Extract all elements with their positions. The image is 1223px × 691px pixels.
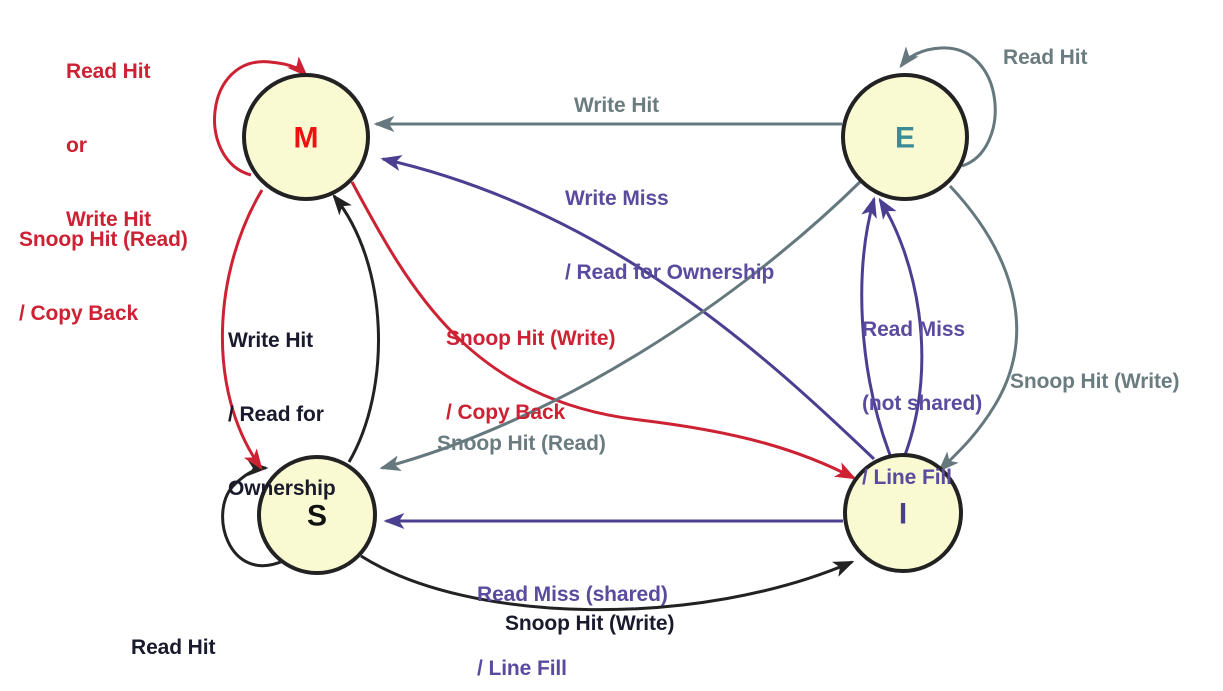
edge-e-to-s	[379, 178, 864, 471]
label-m-to-s-line2: / Copy Back	[19, 301, 139, 325]
label-m-self-line3: Write Hit	[66, 208, 152, 232]
state-node-s[interactable]: S	[257, 455, 377, 575]
label-i-to-m-line1: Write Miss	[565, 186, 669, 210]
label-s-to-i: Snoop Hit (Write)	[505, 612, 675, 635]
edge-i-to-e	[860, 196, 892, 456]
label-i-to-m-line2: / Read for Ownership	[565, 260, 775, 284]
label-e-to-m: Write Hit	[574, 94, 660, 117]
label-s-self-line1: Read Hit	[131, 635, 216, 659]
state-node-i[interactable]: I	[843, 453, 963, 573]
label-s-to-m-line3: Ownership	[228, 477, 336, 501]
label-m-to-i-line1: Snoop Hit (Write)	[446, 326, 616, 350]
edge-m-to-s	[221, 189, 264, 471]
edge-m-to-m	[213, 56, 308, 177]
edge-s-to-i	[360, 554, 855, 612]
state-node-m-label: M	[294, 122, 319, 155]
label-i-to-s-line1: Read Miss (shared)	[477, 582, 668, 606]
state-node-e[interactable]: E	[841, 73, 969, 201]
edge-s-to-m	[332, 193, 380, 463]
edge-e-to-e	[899, 46, 997, 168]
label-i-to-e-line2: (not shared)	[862, 391, 983, 415]
state-node-e-label: E	[895, 122, 915, 155]
label-i-to-m: Write Miss / Read for Ownership	[565, 137, 774, 335]
label-e-self-loop: Read Hit	[1003, 46, 1088, 69]
label-s-to-m: Write Hit / Read for Ownership	[228, 279, 336, 551]
label-i-to-s: Read Miss (shared) / Line Fill	[477, 533, 668, 691]
label-s-to-m-line2: / Read for	[228, 402, 324, 426]
label-m-to-i-line2: / Copy Back	[446, 400, 566, 424]
state-node-s-label: S	[307, 500, 327, 533]
state-node-m[interactable]: M	[242, 73, 370, 201]
label-s-to-m-line1: Write Hit	[228, 328, 314, 352]
label-m-to-s-line1: Snoop Hit (Read)	[19, 227, 188, 251]
label-m-self-line1: Read Hit	[66, 59, 151, 83]
edge-i-to-m	[380, 155, 876, 461]
edge-i-to-e-secondary	[878, 197, 924, 456]
label-i-to-e: Read Miss (not shared) / Line Fill	[862, 268, 982, 540]
label-i-to-e-line1: Read Miss	[862, 317, 965, 341]
label-i-to-e-line3: / Line Fill	[862, 466, 952, 490]
label-s-self-loop: Read Hit or Snoop Hit (Read)	[131, 586, 300, 691]
state-node-i-label: I	[899, 498, 907, 531]
label-e-to-s: Snoop Hit (Read)	[437, 432, 606, 455]
edge-e-to-i	[938, 184, 1019, 472]
label-i-to-s-line2: / Line Fill	[477, 656, 567, 680]
label-e-to-i: Snoop Hit (Write)	[1010, 370, 1180, 393]
label-m-to-s: Snoop Hit (Read) / Copy Back	[19, 178, 188, 376]
label-m-self-loop: Read Hit or Write Hit	[66, 10, 151, 282]
edge-m-to-i	[350, 181, 857, 480]
label-m-to-i: Snoop Hit (Write) / Copy Back	[446, 277, 615, 475]
label-m-self-line2: or	[66, 133, 87, 157]
